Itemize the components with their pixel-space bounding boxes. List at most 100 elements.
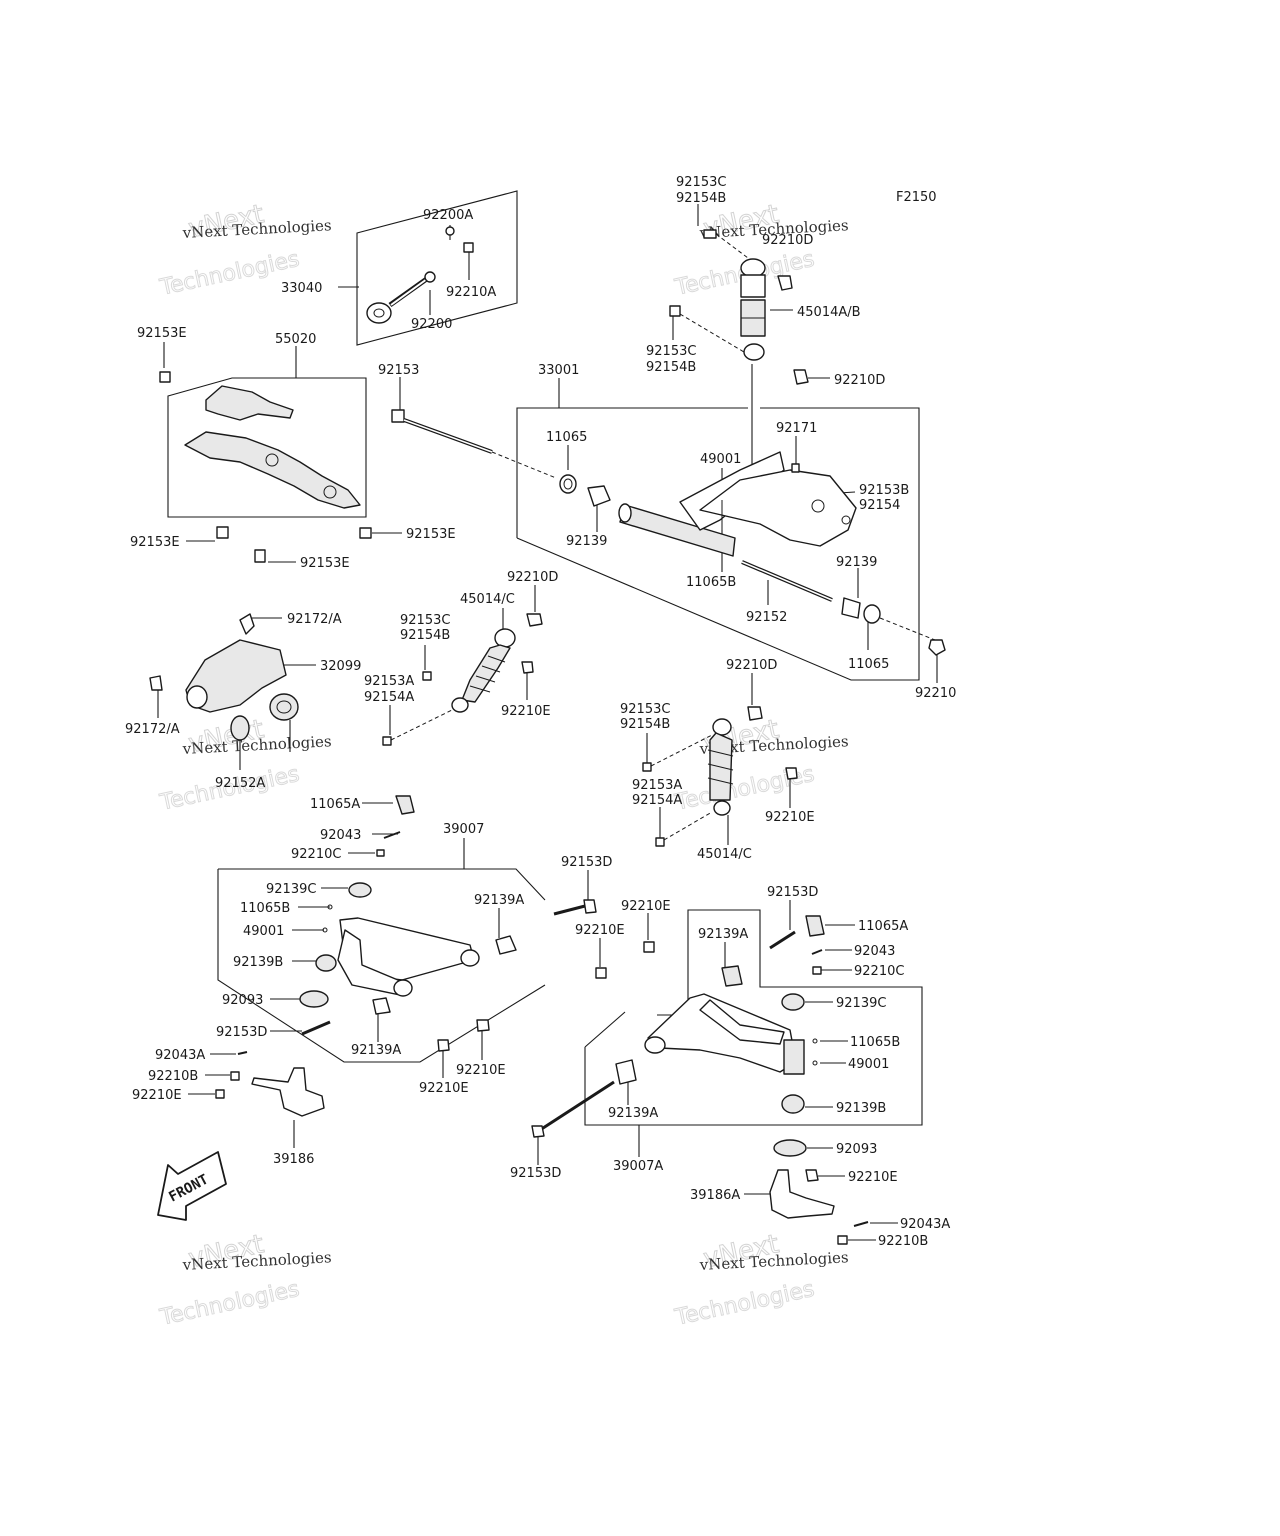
callout-label: 92139C — [266, 882, 316, 897]
callout-label: 33040 — [281, 281, 322, 296]
callout-label: 92154B — [620, 717, 670, 732]
part-39186-knuckle — [215, 990, 331, 1117]
callout-label: 92153D — [216, 1025, 267, 1040]
leader-lines — [157, 204, 938, 1241]
box-39007A-c — [584, 1011, 626, 1048]
callout-label: 39007 — [443, 822, 484, 837]
callout-label: 92043A — [155, 1048, 205, 1063]
callout-label: 92210E — [575, 923, 625, 938]
callout-label: 92139A — [608, 1106, 658, 1121]
callout-label: 55020 — [275, 332, 316, 347]
callout-label: 11065A — [858, 919, 908, 934]
callout-label: 92153E — [406, 527, 456, 542]
callout-label: 92139B — [233, 955, 283, 970]
callout-label: 92153A — [364, 674, 414, 689]
callout-label: 92154 — [859, 498, 900, 513]
callout-label: 92210E — [132, 1088, 182, 1103]
watermark-tech: Technologies — [672, 1277, 816, 1331]
part-45014C-shock-right — [642, 706, 798, 847]
callout-label: 92154B — [646, 360, 696, 375]
box-33001-a — [516, 407, 748, 538]
callout-label: 92210E — [456, 1063, 506, 1078]
box-55020 — [167, 377, 367, 518]
callout-label: 92154A — [364, 690, 414, 705]
callout-label: 92171 — [776, 421, 817, 436]
callout-label: 11065B — [686, 575, 736, 590]
callout-label: 92153 — [378, 363, 419, 378]
callout-label: 92210 — [915, 686, 956, 701]
callout-label: 92043 — [320, 828, 361, 843]
callout-label: 92154B — [400, 628, 450, 643]
callout-label: 49001 — [243, 924, 284, 939]
callout-label: 92139C — [836, 996, 886, 1011]
box-39007A — [584, 909, 923, 1126]
callout-label: 92153C — [646, 344, 696, 359]
callout-label: 45014/C — [460, 592, 515, 607]
callout-label: 92172/A — [125, 722, 180, 737]
part-39007A-aarm — [531, 993, 818, 1138]
callout-label: 49001 — [848, 1057, 889, 1072]
callout-label: 92153C — [620, 702, 670, 717]
callout-label: 92153E — [130, 535, 180, 550]
part-45014C-shock-left — [382, 613, 543, 746]
watermarks: vNext Technologies vNext Technologies vN… — [157, 199, 849, 1332]
callout-label: 92200 — [411, 317, 452, 332]
callout-label: 92172/A — [287, 612, 342, 627]
watermark-tech: Technologies — [157, 1277, 301, 1331]
callout-label: 11065B — [240, 901, 290, 916]
callout-label: 92139A — [351, 1043, 401, 1058]
callout-label: 92153C — [676, 175, 726, 190]
callout-label: 92153D — [767, 885, 818, 900]
callout-label: 92210E — [419, 1081, 469, 1096]
callout-label: 45014/C — [697, 847, 752, 862]
callout-label: 11065B — [850, 1035, 900, 1050]
callout-label: 92210D — [507, 570, 558, 585]
callout-label: 92139B — [836, 1101, 886, 1116]
box-33040 — [356, 190, 518, 346]
callout-label: 92154B — [676, 191, 726, 206]
box-33001-b — [516, 407, 920, 681]
callout-label: 92210A — [446, 285, 496, 300]
callout-label: 92153A — [632, 778, 682, 793]
part-92153-bolt — [391, 409, 557, 479]
part-right-hardware — [595, 915, 825, 987]
callout-label: 39007A — [613, 1159, 663, 1174]
callout-labels: 92153C 92154B 92210D 45014A/B 92153C 921… — [125, 175, 956, 1249]
callout-label: 92152A — [215, 776, 265, 791]
callout-label: 92093 — [222, 993, 263, 1008]
part-39007-aarm — [315, 882, 597, 1052]
box-39007-b — [218, 868, 546, 901]
callout-label: 92139 — [566, 534, 607, 549]
parts: FRONT — [149, 226, 946, 1245]
callout-label: 92210D — [762, 233, 813, 248]
callout-label: 92153C — [400, 613, 450, 628]
callout-label: 92153E — [300, 556, 350, 571]
callout-label: 92210E — [848, 1170, 898, 1185]
callout-label: 92210E — [621, 899, 671, 914]
callout-label: 11065 — [848, 657, 889, 672]
callout-label: 11065A — [310, 797, 360, 812]
callout-label: 92210D — [726, 658, 777, 673]
callout-label: 92043A — [900, 1217, 950, 1232]
callout-label: 11065 — [546, 430, 587, 445]
callout-label: 92152 — [746, 610, 787, 625]
callout-label: 92153D — [510, 1166, 561, 1181]
watermark-tech: Technologies — [157, 247, 301, 301]
callout-label: 32099 — [320, 659, 361, 674]
callout-label: 92210B — [878, 1234, 928, 1249]
callout-label: 92153E — [137, 326, 187, 341]
callout-label: 92210C — [291, 847, 341, 862]
part-32099-guard — [149, 613, 299, 741]
box-39007-a — [217, 869, 546, 1063]
part-left-hardware — [376, 795, 415, 857]
callout-label: 92153D — [561, 855, 612, 870]
callout-label: 39186 — [273, 1152, 314, 1167]
front-arrow: FRONT — [157, 1151, 227, 1221]
callout-label: 92153B — [859, 483, 909, 498]
part-33001-swingarm — [559, 451, 946, 656]
callout-label: 92210B — [148, 1069, 198, 1084]
part-45014AB-shock — [669, 229, 809, 385]
callout-label: 49001 — [700, 452, 741, 467]
callout-label: 92139A — [474, 893, 524, 908]
